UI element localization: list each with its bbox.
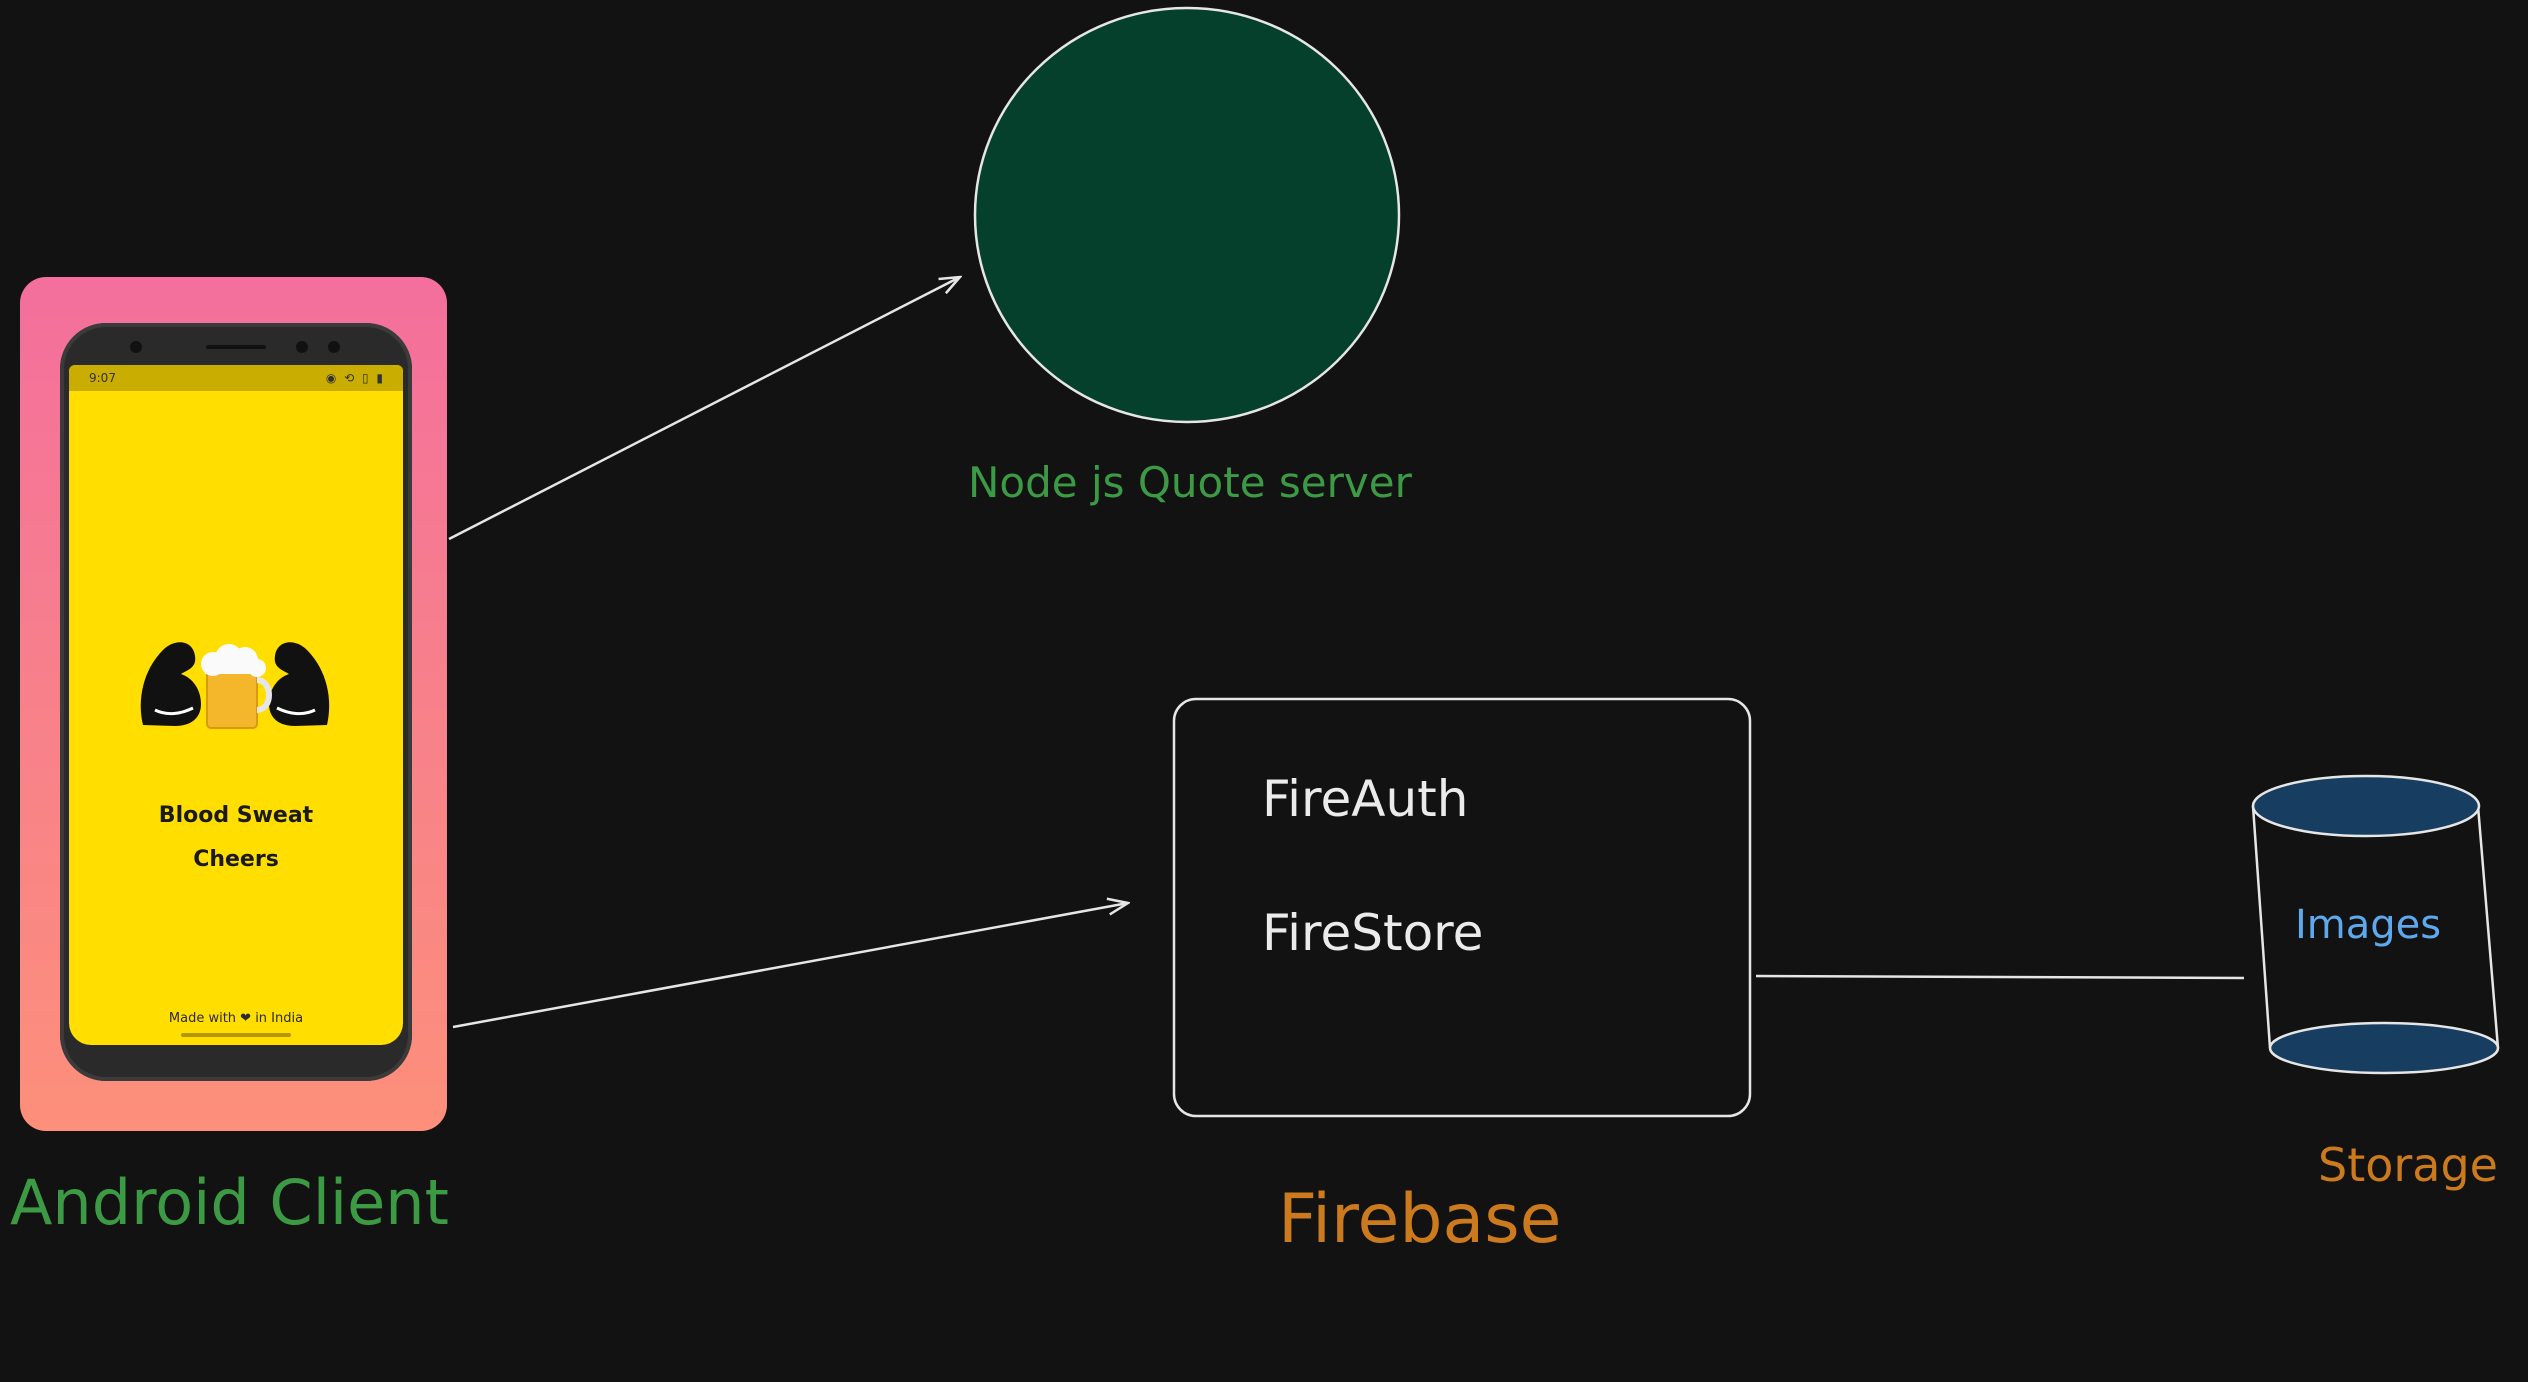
- firebase-label: Firebase: [1278, 1180, 1562, 1259]
- app-splash-screen: 9:07 ◉ ⟲ ▯ ▮ Blood Sweat Cheers: [69, 365, 403, 1045]
- phone-mockup: 9:07 ◉ ⟲ ▯ ▮ Blood Sweat Cheers: [60, 323, 412, 1081]
- firestore-label: FireStore: [1262, 904, 1484, 962]
- node-server-circle: [973, 6, 1401, 424]
- arrow-android-to-node: [448, 277, 960, 541]
- android-client-card: 9:07 ◉ ⟲ ▯ ▮ Blood Sweat Cheers: [20, 277, 447, 1131]
- phone-sensor-icon: [296, 341, 308, 353]
- arrow-android-to-firebase: [452, 903, 1128, 1029]
- phone-sensor-icon: [328, 341, 340, 353]
- storage-images-label: Images: [2295, 902, 2442, 948]
- line-firebase-to-storage: [1755, 974, 2245, 980]
- app-title-line1: Blood Sweat: [158, 803, 314, 828]
- app-footer-text: Made with ❤ in India: [168, 1011, 304, 1026]
- flexed-arms-beer-logo-icon: [140, 642, 330, 729]
- fireauth-label: FireAuth: [1262, 770, 1469, 828]
- node-server-label: Node js Quote server: [968, 458, 1412, 507]
- storage-label: Storage: [2318, 1138, 2498, 1192]
- home-indicator: [181, 1033, 291, 1037]
- phone-camera-icon: [130, 341, 142, 353]
- status-time: 9:07: [89, 371, 116, 385]
- status-icons: ◉ ⟲ ▯ ▮: [325, 371, 385, 385]
- android-client-label: Android Client: [10, 1166, 449, 1239]
- status-bar: 9:07 ◉ ⟲ ▯ ▮: [69, 365, 403, 391]
- app-title-line2: Cheers: [193, 847, 279, 872]
- storage-cylinder: [2251, 774, 2500, 1075]
- firebase-box: [1172, 697, 1752, 1118]
- phone-speaker: [206, 345, 266, 349]
